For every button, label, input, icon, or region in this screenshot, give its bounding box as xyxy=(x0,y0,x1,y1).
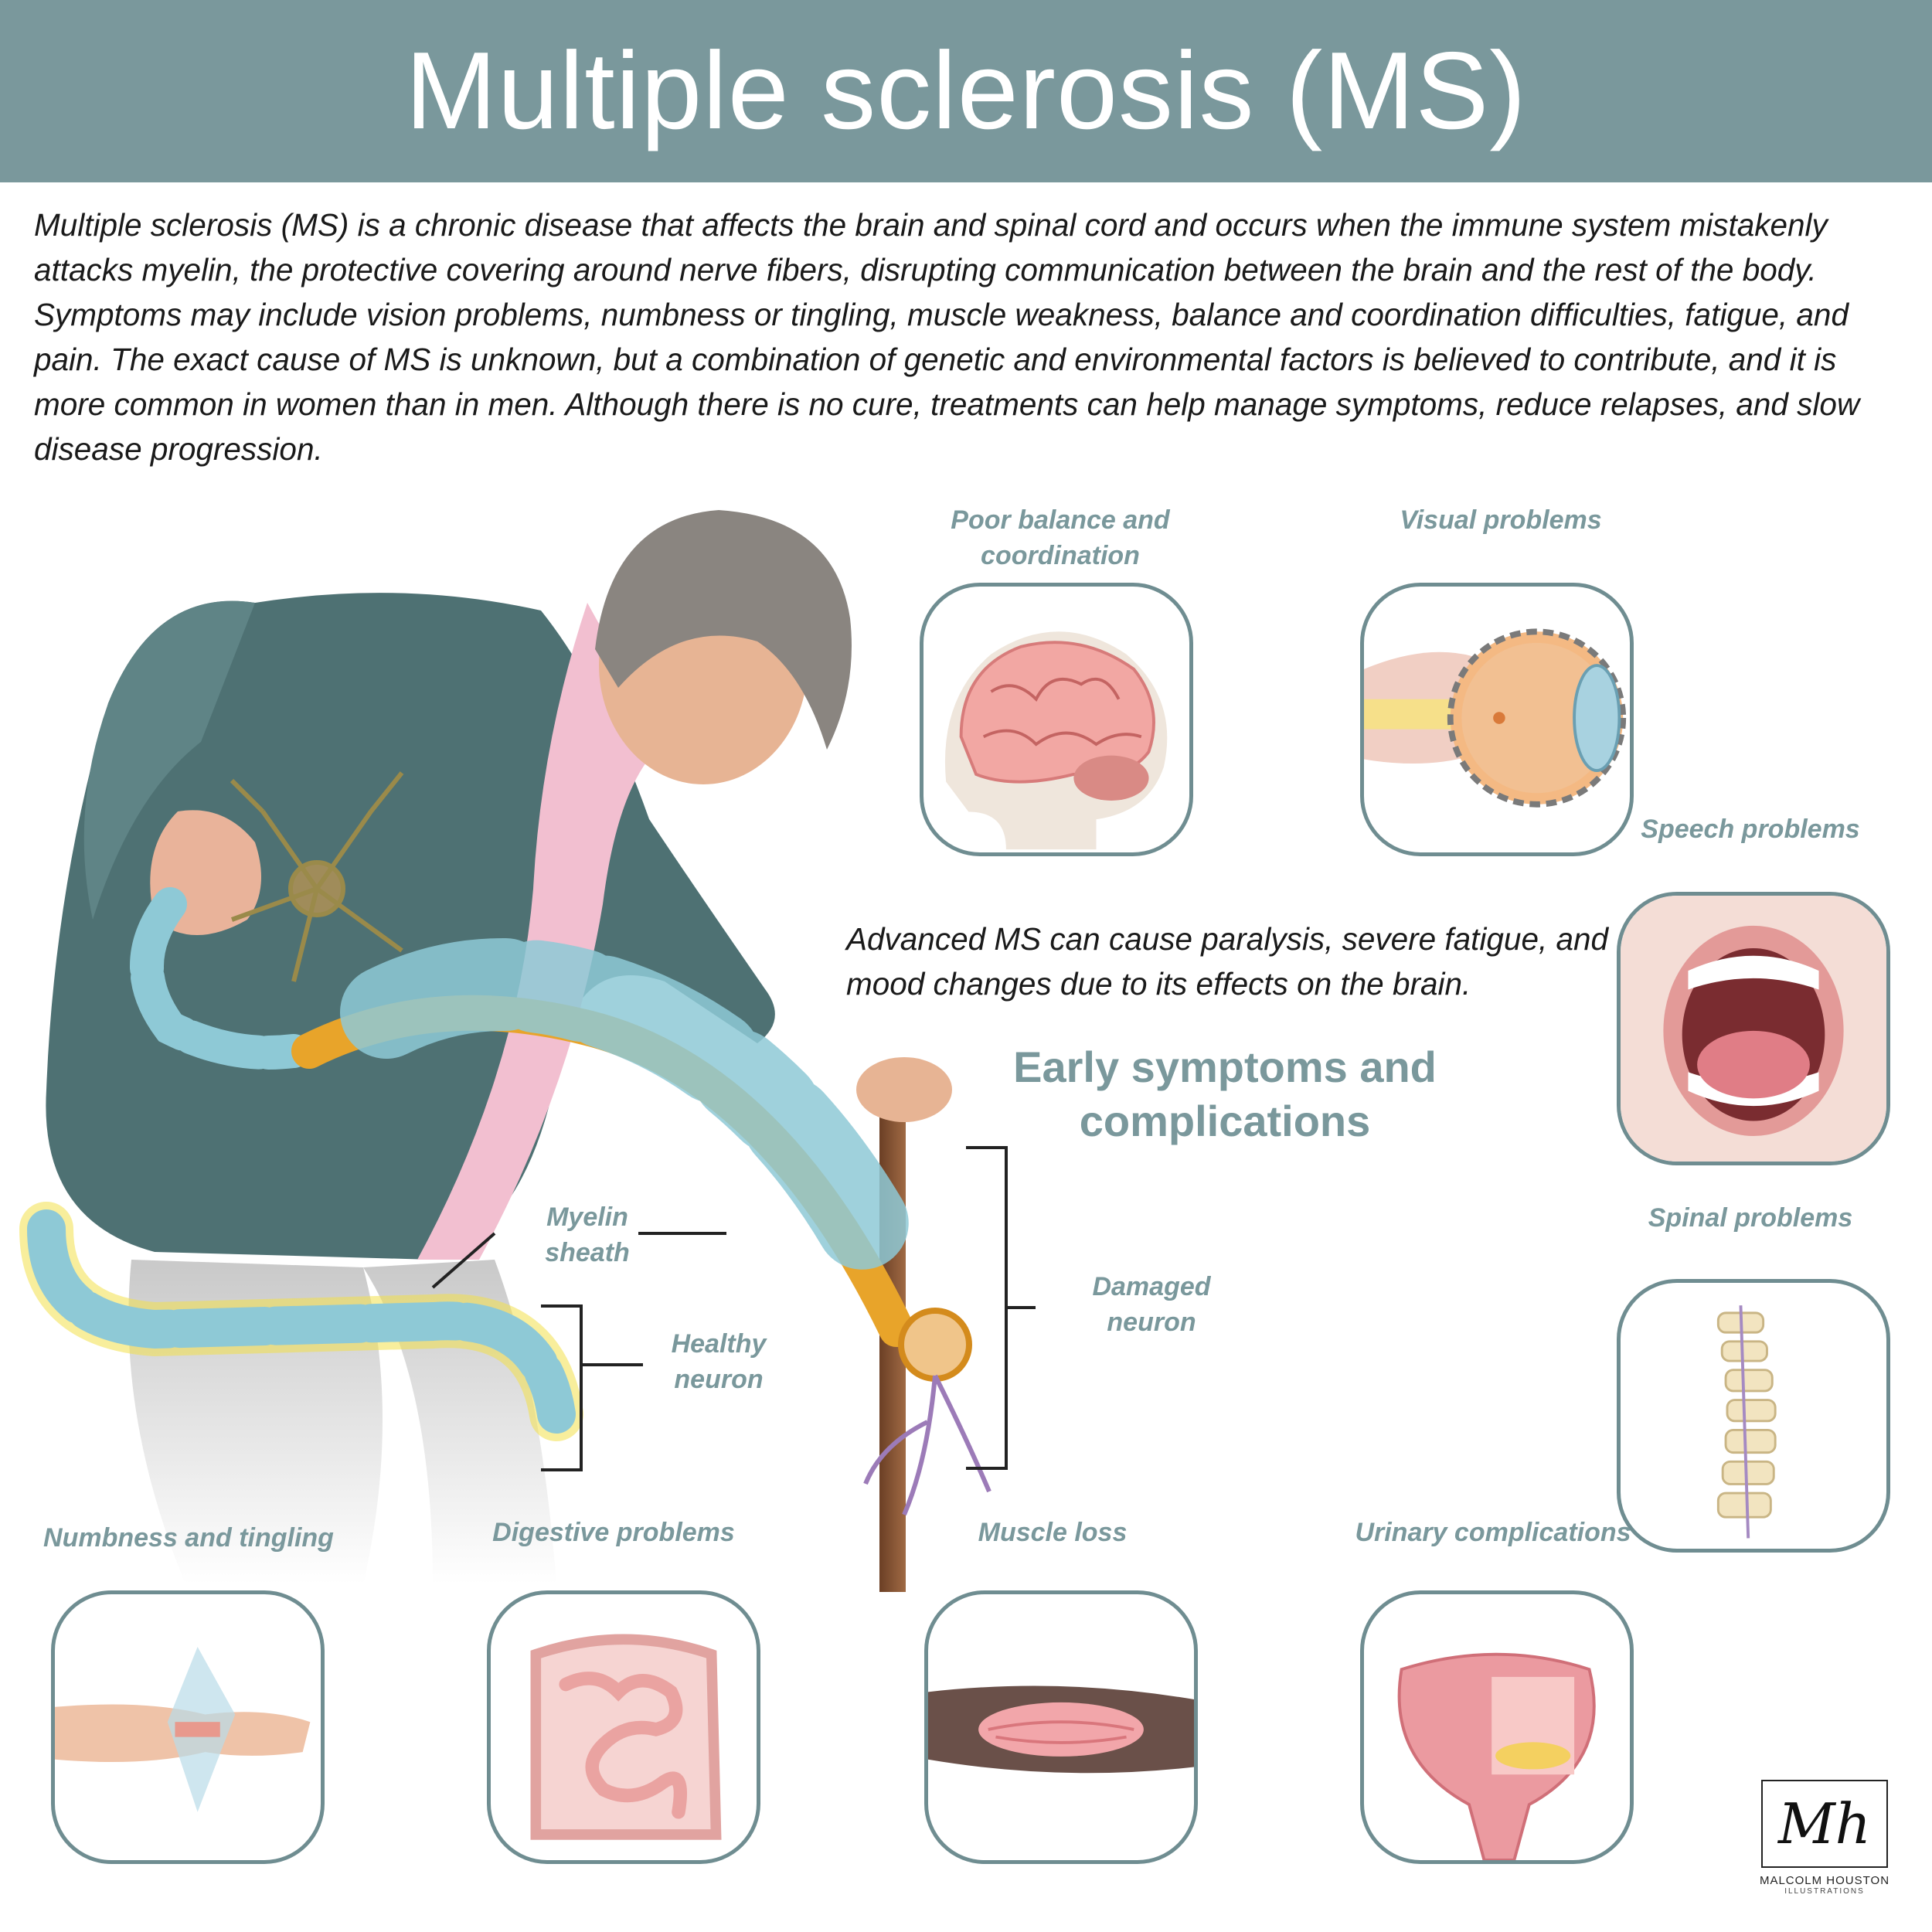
hand-icon xyxy=(55,1647,311,1812)
svg-text:Mh: Mh xyxy=(1777,1791,1871,1856)
damaged-myelin-sheath xyxy=(340,938,912,1275)
balance-label: Poor balance and coordination xyxy=(951,505,1170,570)
myelin-pointer-left xyxy=(431,1232,496,1289)
spine-icon xyxy=(1716,1305,1777,1539)
mouth-icon xyxy=(1621,896,1886,1162)
axon-cross-section xyxy=(898,1308,972,1382)
bladder-icon xyxy=(1397,1652,1596,1860)
digestive-card xyxy=(487,1590,760,1864)
patient-neuron-drawing xyxy=(19,510,1063,1592)
title-banner: Multiple sclerosis (MS) xyxy=(0,0,1932,182)
damaged-neuron-label: Damaged neuron xyxy=(1092,1272,1211,1337)
early-symptoms-heading: Early symptoms and complications xyxy=(1013,1043,1437,1145)
speech-label: Speech problems xyxy=(1641,815,1860,844)
muscle-icon xyxy=(928,1685,1194,1774)
spinal-card xyxy=(1617,1279,1890,1553)
visual-label: Visual problems xyxy=(1400,505,1602,535)
muscle-card xyxy=(924,1590,1198,1864)
healthy-bracket xyxy=(541,1304,583,1471)
spinal-label: Spinal problems xyxy=(1648,1203,1853,1233)
logo-name: MALCOLM HOUSTON xyxy=(1759,1874,1890,1887)
urinary-label: Urinary complications xyxy=(1355,1518,1631,1547)
page-title: Multiple sclerosis (MS) xyxy=(405,29,1527,152)
logo-sub: ILLUSTRATIONS xyxy=(1784,1887,1865,1896)
upper-axon xyxy=(130,887,311,1070)
brain-icon xyxy=(944,631,1168,850)
advanced-ms-note: Advanced MS can cause paralysis, severe … xyxy=(846,921,1609,1002)
eye-icon xyxy=(1364,628,1627,808)
numbness-label: Numbness and tingling xyxy=(43,1523,334,1553)
intestine-icon xyxy=(530,1634,722,1840)
neuron-cell-body xyxy=(230,771,404,982)
ms-patient-illustration xyxy=(0,487,1063,1600)
healthy-axon xyxy=(27,1209,576,1434)
digestive-label: Digestive problems xyxy=(492,1518,735,1547)
axon-terminals xyxy=(863,1374,992,1516)
visual-card xyxy=(1360,583,1634,856)
urinary-card xyxy=(1360,1590,1634,1864)
hand-on-cane xyxy=(856,1057,952,1122)
damaged-bracket xyxy=(966,1146,1008,1470)
speech-card xyxy=(1617,892,1890,1165)
healthy-neuron-label: Healthy neuron xyxy=(671,1329,767,1394)
malcolm-houston-logo: Mh MALCOLM HOUSTON ILLUSTRATIONS xyxy=(1751,1777,1898,1909)
intro-paragraph: Multiple sclerosis (MS) is a chronic dis… xyxy=(34,207,1860,467)
numbness-card xyxy=(51,1590,325,1864)
muscle-label: Muscle loss xyxy=(978,1518,1128,1547)
myelin-sheath-label: Myelin sheath xyxy=(545,1202,630,1267)
blouse xyxy=(417,603,665,1260)
hair xyxy=(595,510,852,750)
balance-card xyxy=(920,583,1193,856)
signature-monogram-icon: Mh xyxy=(1761,1780,1888,1868)
